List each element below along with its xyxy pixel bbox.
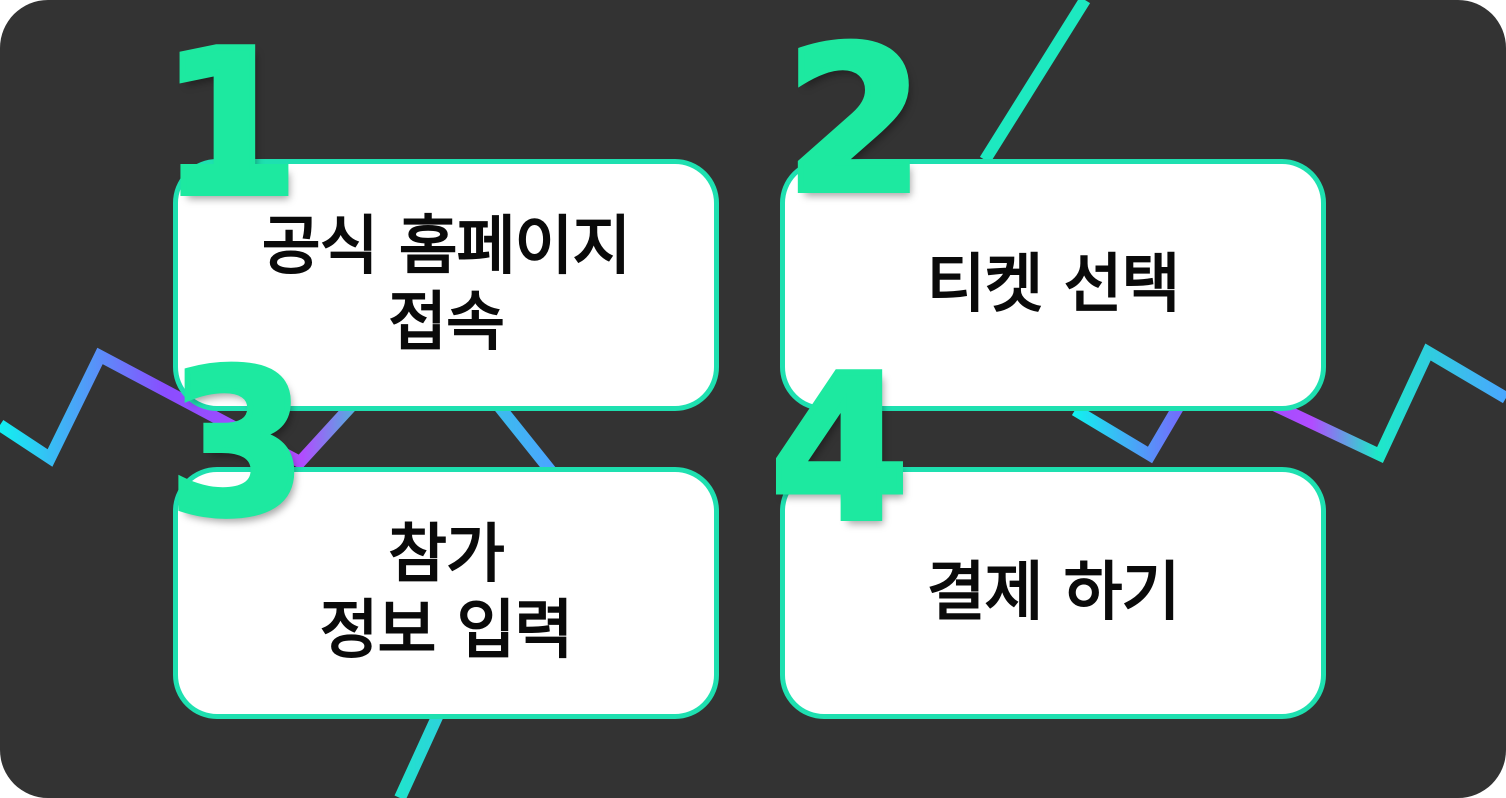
step-card-3: 참가 정보 입력 <box>173 467 719 719</box>
zigzag-line-top <box>979 0 1091 164</box>
step-2-label: 티켓 선택 <box>926 248 1181 322</box>
step-number-2: 2 <box>782 5 927 238</box>
zigzag-line-right <box>1071 343 1506 464</box>
step-card-2: 티켓 선택 <box>780 159 1326 411</box>
step-card-1: 공식 홈페이지 접속 <box>173 159 719 411</box>
step-4-label: 결제 하기 <box>926 556 1181 630</box>
step-number-3: 3 <box>165 328 310 561</box>
step-1-label: 공식 홈페이지 접속 <box>261 210 632 360</box>
step-number-1: 1 <box>157 8 302 241</box>
step-number-4: 4 <box>767 333 912 566</box>
step-card-4: 결제 하기 <box>780 467 1326 719</box>
step-3-label: 참가 정보 입력 <box>319 518 574 668</box>
